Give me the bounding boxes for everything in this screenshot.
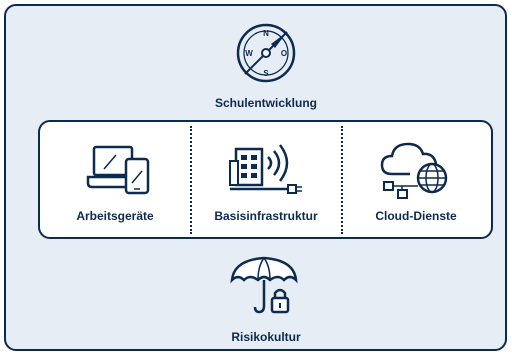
compass-letter-o: O [281, 49, 287, 58]
compass-letter-s: S [263, 69, 269, 78]
cloud-globe-icon [378, 140, 454, 200]
compass-letter-w: W [245, 49, 253, 58]
label-arbeitsgeraete: Arbeitsgeräte [76, 209, 154, 223]
umbrella-lock-icon [228, 256, 300, 316]
label-basisinfrastruktur: Basisinfrastruktur [214, 209, 318, 223]
building-network-icon [228, 137, 306, 195]
divider-left [190, 126, 192, 234]
compass-letter-n: N [263, 29, 269, 38]
compass-icon: N O S W [235, 22, 297, 84]
label-risikokultur: Risikokultur [231, 330, 301, 344]
laptop-phone-icon [86, 145, 156, 195]
divider-right [341, 126, 343, 234]
label-cloud-dienste: Cloud-Dienste [375, 209, 457, 223]
label-schulentwicklung: Schulentwicklung [214, 96, 318, 110]
